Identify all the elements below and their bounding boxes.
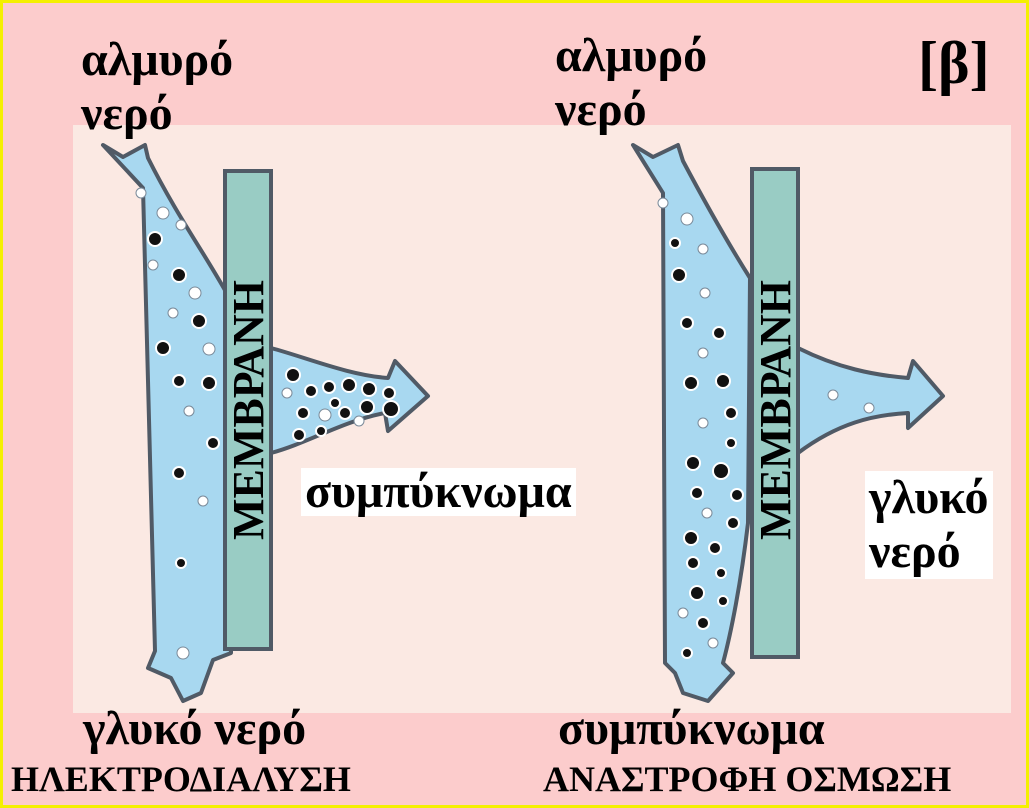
salt-ion xyxy=(691,487,703,499)
salt-ion xyxy=(727,517,739,529)
salt-ion xyxy=(297,407,309,419)
water-bubble xyxy=(282,388,292,398)
salt-ion xyxy=(173,375,185,387)
salt-ion xyxy=(148,232,162,246)
salt-ion xyxy=(713,327,725,339)
water-bubble xyxy=(136,188,146,198)
salt-ion xyxy=(383,387,395,399)
salt-ion xyxy=(670,238,680,248)
salt-ion xyxy=(686,456,700,470)
salt-ion xyxy=(342,378,356,392)
salt-ion xyxy=(202,376,216,390)
salt-ion xyxy=(709,542,721,554)
salt-ion xyxy=(173,467,185,479)
water-bubble xyxy=(177,647,189,659)
side-output-label-left: συμπύκνωμα xyxy=(301,468,576,516)
water-bubble xyxy=(157,207,169,219)
water-bubble xyxy=(184,406,194,416)
salt-ion xyxy=(330,398,340,408)
water-bubble xyxy=(148,260,158,270)
process-label-left: ΗΛΕΚΤΡΟΔΙΑΛΥΣΗ xyxy=(11,761,351,797)
salt-ion xyxy=(726,438,736,448)
water-bubble xyxy=(678,608,688,618)
salt-ion xyxy=(718,596,728,606)
salt-ion xyxy=(172,268,186,282)
salt-ion xyxy=(687,557,699,569)
salt-ion xyxy=(383,401,399,417)
salt-ion xyxy=(362,382,376,396)
salt-ion xyxy=(360,400,374,414)
salt-ion xyxy=(713,463,729,479)
figure-tag: [β] xyxy=(918,33,990,93)
salt-ion xyxy=(725,407,737,419)
membrane-label-right: ΜΕΜΒΡΑΝΗ xyxy=(751,280,800,540)
saltwater-flow-right xyxy=(633,145,750,701)
salt-ion xyxy=(690,586,704,600)
water-bubble xyxy=(176,220,186,230)
salt-ion xyxy=(672,268,686,282)
salt-ion xyxy=(207,437,219,449)
water-bubble xyxy=(698,418,708,428)
input-label-left: αλμυρό νερό xyxy=(81,33,233,141)
salt-ion xyxy=(286,368,300,382)
side-output-label-right: γλυκό νερό xyxy=(865,471,993,579)
salt-ion xyxy=(156,341,170,355)
salt-ion xyxy=(684,376,698,390)
water-bubble xyxy=(203,343,215,355)
salt-ion xyxy=(192,314,206,328)
water-bubble xyxy=(828,390,838,400)
salt-ion xyxy=(316,426,326,436)
water-bubble xyxy=(700,288,710,298)
water-bubble xyxy=(198,496,208,506)
water-bubble xyxy=(681,213,693,225)
salt-ion xyxy=(681,317,693,329)
water-bubble xyxy=(708,638,718,648)
salt-ion xyxy=(716,374,730,388)
water-bubble xyxy=(319,409,331,421)
input-label-right: αλμυρό νερό xyxy=(555,29,707,137)
water-bubble xyxy=(658,198,668,208)
salt-ion xyxy=(339,407,351,419)
salt-ion xyxy=(293,429,305,441)
water-bubble xyxy=(168,308,178,318)
salt-ion xyxy=(176,558,186,568)
bottom-output-label-right: συμπύκνωμα xyxy=(558,705,825,753)
water-bubble xyxy=(698,348,708,358)
salt-ion xyxy=(323,381,335,393)
reverse-osmosis-diagram: ΜΕΜΒΡΑΝΗ xyxy=(633,145,943,701)
membrane-label-left: ΜΕΜΒΡΑΝΗ xyxy=(224,280,273,540)
salt-ion xyxy=(682,648,692,658)
water-bubble xyxy=(698,244,708,254)
water-bubble xyxy=(864,403,874,413)
electrodialysis-diagram: ΜΕΜΒΡΑΝΗ xyxy=(103,145,428,701)
salt-ion xyxy=(684,531,698,545)
salt-ion xyxy=(305,385,317,397)
salt-ion xyxy=(731,489,743,501)
bottom-output-label-left: γλυκό νερό xyxy=(83,705,306,753)
freshwater-flow-right xyxy=(798,348,943,453)
process-label-right: ΑΝΑΣΤΡΟΦΗ ΟΣΜΩΣΗ xyxy=(543,761,951,797)
water-bubble xyxy=(189,287,201,299)
salt-ion xyxy=(697,617,709,629)
salt-ion xyxy=(716,568,726,578)
saltwater-flow-left xyxy=(103,145,231,701)
water-bubble xyxy=(702,508,712,518)
water-bubble xyxy=(354,416,364,426)
